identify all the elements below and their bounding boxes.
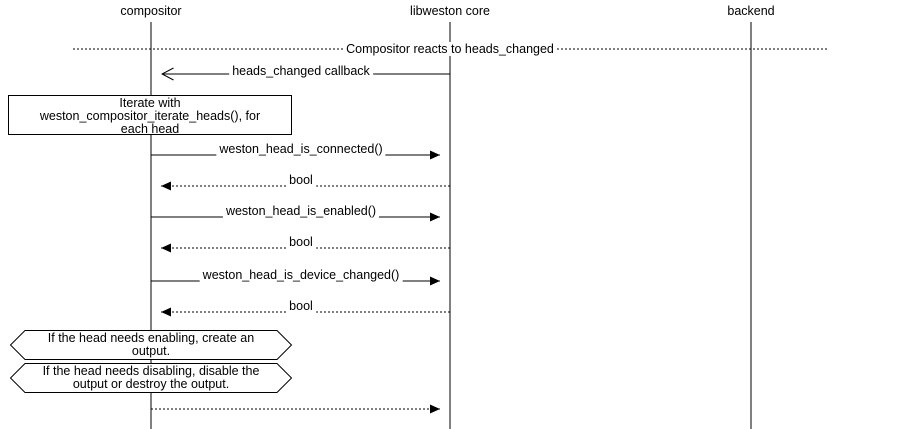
- fragment-enable-hexagon: [9, 330, 293, 360]
- fragment-disable-line-2: output or destroy the output.: [72, 377, 230, 391]
- message-label-heads-changed-callback: heads_changed callback: [229, 64, 373, 78]
- message-label-weston-head-is-device-changed: weston_head_is_device_changed(): [199, 268, 403, 282]
- message-label-bool-3: bool: [286, 299, 316, 313]
- lifeline-label-backend: backend: [727, 4, 775, 18]
- fragment-enable-line-1: If the head needs enabling, create an: [47, 331, 255, 345]
- message-label-bool-1: bool: [286, 173, 316, 187]
- fragment-enable-line-2: output.: [131, 344, 171, 358]
- note-iterate-text: Iterate with weston_compositor_iterate_h…: [8, 97, 292, 136]
- note-iterate-line-3: each head: [120, 122, 180, 136]
- note-iterate-line-2: weston_compositor_iterate_heads(), for: [39, 109, 261, 123]
- fragment-disable-line-1: If the head needs disabling, disable the: [42, 364, 260, 378]
- fragment-disable-hexagon: [9, 363, 293, 393]
- note-iterate-line-1: Iterate with: [119, 96, 181, 110]
- lifeline-label-compositor: compositor: [120, 4, 182, 18]
- note-iterate-box: [8, 95, 292, 135]
- message-label-bool-2: bool: [286, 235, 316, 249]
- fragment-enable-text: If the head needs enabling, create an ou…: [10, 332, 292, 358]
- message-label-weston-head-is-enabled: weston_head_is_enabled(): [222, 204, 380, 218]
- lifeline-label-libweston-core: libweston core: [410, 4, 490, 18]
- message-label-weston-head-is-connected: weston_head_is_connected(): [216, 142, 386, 156]
- fragment-disable-text: If the head needs disabling, disable the…: [10, 365, 292, 391]
- divider-label-compositor-reacts: Compositor reacts to heads_changed: [344, 42, 556, 56]
